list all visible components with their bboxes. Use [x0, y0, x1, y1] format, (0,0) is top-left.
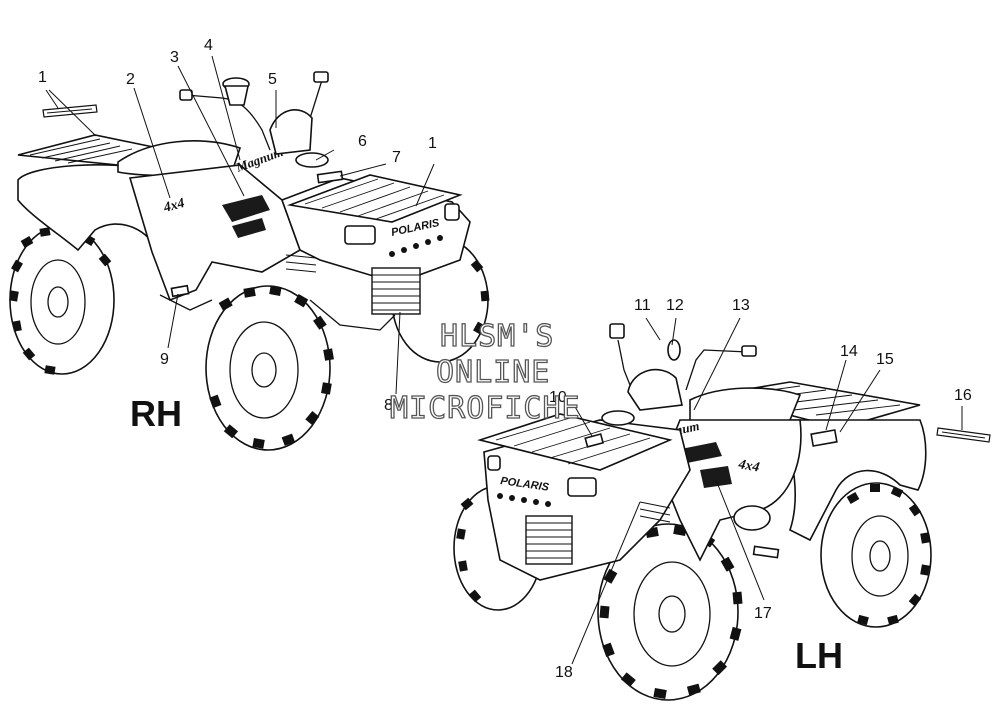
lh-gas-cap: [601, 410, 635, 426]
rh-footwell-decal: [170, 284, 190, 298]
rh-side-stripes: [222, 195, 270, 238]
callout-17: 17: [754, 605, 772, 622]
side-label-rh: RH: [130, 393, 182, 434]
callout-18: 18: [555, 664, 573, 681]
callout-6: 6: [358, 133, 367, 150]
rh-rear-wheel: [9, 225, 115, 375]
watermark-line-1: HLSM'S: [439, 319, 555, 354]
rh-bumper-dots: [389, 235, 443, 257]
rh-handlebar: [179, 71, 329, 155]
lh-handlebar: [609, 323, 757, 411]
callout-16: 16: [954, 387, 972, 404]
atv-rh-view: 4x4 Magnum POLARIS: [9, 71, 490, 451]
lh-grille: [525, 515, 573, 565]
callout-1-rh-front: 1: [428, 135, 437, 152]
callout-10: 10: [549, 389, 567, 406]
callout-4: 4: [204, 37, 213, 54]
lh-engine: [733, 505, 771, 531]
watermark-line-2: ONLINE: [435, 355, 551, 390]
callout-3: 3: [170, 49, 179, 66]
rh-side-panel: [128, 164, 301, 302]
callout-8: 8: [384, 397, 393, 414]
callout-5: 5: [268, 71, 277, 88]
lh-footwell-decal: [752, 545, 780, 559]
callout-15: 15: [876, 351, 894, 368]
lh-rear-fender: [778, 419, 927, 542]
callout-13: 13: [732, 297, 750, 314]
side-label-lh: LH: [795, 635, 843, 676]
rh-front-rack: [286, 174, 463, 223]
decal-drive-lh: 4x4: [736, 457, 760, 476]
callout-12: 12: [666, 297, 684, 314]
lh-front-rack: [477, 413, 673, 471]
lh-headlight-pod: [627, 368, 683, 411]
decal-drive-rh: 4x4: [161, 196, 186, 216]
lh-headlight: [567, 477, 597, 497]
lh-rear-wheel: [820, 482, 932, 628]
callout-1-rh-rear: 1: [38, 69, 47, 86]
lh-headlight-2: [487, 455, 501, 471]
leader-lines: [45, 55, 963, 665]
callout-9: 9: [160, 351, 169, 368]
lh-front-wheel: [597, 523, 743, 701]
rh-headlight-2: [444, 203, 460, 221]
rh-front-wheel: [205, 285, 334, 451]
rh-gas-cap: [295, 152, 329, 168]
callout-2: 2: [126, 71, 135, 88]
callout-7: 7: [392, 149, 401, 166]
rh-headlight: [344, 225, 376, 245]
lh-bumper-dots: [497, 493, 551, 507]
rh-headlight-pod: [269, 109, 313, 155]
watermark-line-3: MICROFICHE: [389, 391, 581, 426]
callout-11: 11: [634, 297, 651, 314]
lh-rear-decal: [810, 429, 838, 447]
atv-lh-view: 4x4 Magnum POLARIS: [453, 323, 991, 701]
lh-warning-decal: [584, 433, 605, 448]
rh-grille: [371, 267, 421, 315]
callout-14: 14: [840, 343, 858, 360]
